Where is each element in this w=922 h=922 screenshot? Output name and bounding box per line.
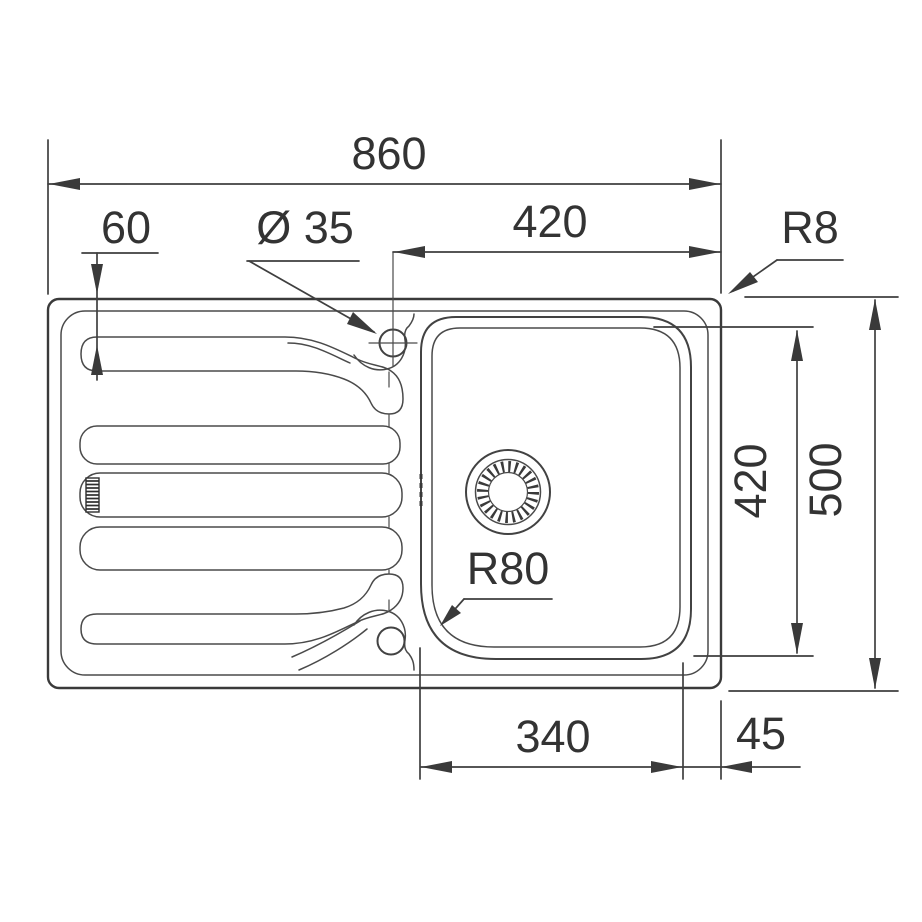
arrowhead-up-icon (791, 330, 803, 361)
dim-rim-offset: 60 (81, 202, 159, 381)
deck-transition-top (287, 342, 351, 364)
tap-boss-contour (353, 313, 415, 371)
arrowhead-down-icon (791, 623, 803, 654)
arrowhead-down-icon (91, 264, 103, 294)
overflow-grille (85, 477, 100, 513)
arrowhead-up-icon (91, 345, 103, 375)
drainer-groove-3 (79, 472, 403, 518)
arrowhead-left-icon (394, 246, 425, 258)
sink-body (46, 251, 723, 690)
dim-bowl-top-width: 420 (392, 196, 722, 258)
arrowhead-left-icon (421, 761, 452, 773)
strainer-outer-ring (465, 449, 551, 535)
dim-bowl-corner-radius-label: R80 (467, 543, 550, 594)
deck-transition-bottom-1 (291, 620, 361, 658)
strainer-mid-ring (474, 458, 542, 526)
drainer-groove-2 (79, 425, 401, 465)
dim-corner-radius-label: R8 (781, 202, 839, 253)
arrowhead-left-icon (49, 178, 80, 190)
arrowhead-leader-icon (440, 605, 461, 626)
dim-bowl-corner-radius: R80 (440, 543, 553, 626)
dim-corner-radius: R8 (728, 202, 844, 294)
deck-outline (60, 310, 709, 676)
tap-hole (368, 251, 418, 367)
arrowhead-left-icon (721, 761, 752, 773)
arrowhead-right-icon (689, 246, 720, 258)
arrowhead-right-icon (689, 178, 720, 190)
drain-strainer (465, 449, 551, 535)
dim-overall-width-label: 860 (351, 128, 426, 179)
dim-bowl-bottom-width: 340 45 (419, 647, 801, 780)
dim-overall-depth: 500 (728, 296, 899, 692)
dim-overall-width: 860 (47, 128, 722, 295)
dim-tap-hole: Ø 35 (246, 202, 377, 334)
deck-transition-bottom-2 (298, 628, 368, 671)
drainer-groove-4 (79, 526, 403, 571)
arrowhead-leader-icon (728, 272, 758, 294)
strainer-tick-ring (477, 461, 539, 523)
strainer-inner-ring (487, 471, 529, 513)
dim-bowl-top-width-label: 420 (512, 196, 587, 247)
dim-edge-gap-label: 45 (736, 708, 786, 759)
dim-bowl-depth: 420 (653, 326, 814, 657)
bowl-inner-edge (431, 327, 681, 648)
dim-overall-depth-label: 500 (800, 442, 851, 517)
dim-rim-offset-label: 60 (101, 202, 151, 253)
arrowhead-leader-icon (347, 312, 377, 334)
bowl-outer-edge (420, 316, 692, 660)
sink-outline (46, 297, 723, 690)
dim-bowl-depth-label: 420 (725, 443, 776, 518)
drainer-groove-1 (80, 336, 404, 415)
arrowhead-down-icon (869, 658, 881, 689)
dim-tap-hole-label: Ø 35 (256, 202, 354, 253)
arrowhead-right-icon (651, 761, 682, 773)
drainer-groove-5 (80, 573, 404, 645)
arrowhead-up-icon (869, 299, 881, 330)
dim-bowl-bottom-width-label: 340 (515, 711, 590, 762)
knob-hole (376, 626, 406, 656)
